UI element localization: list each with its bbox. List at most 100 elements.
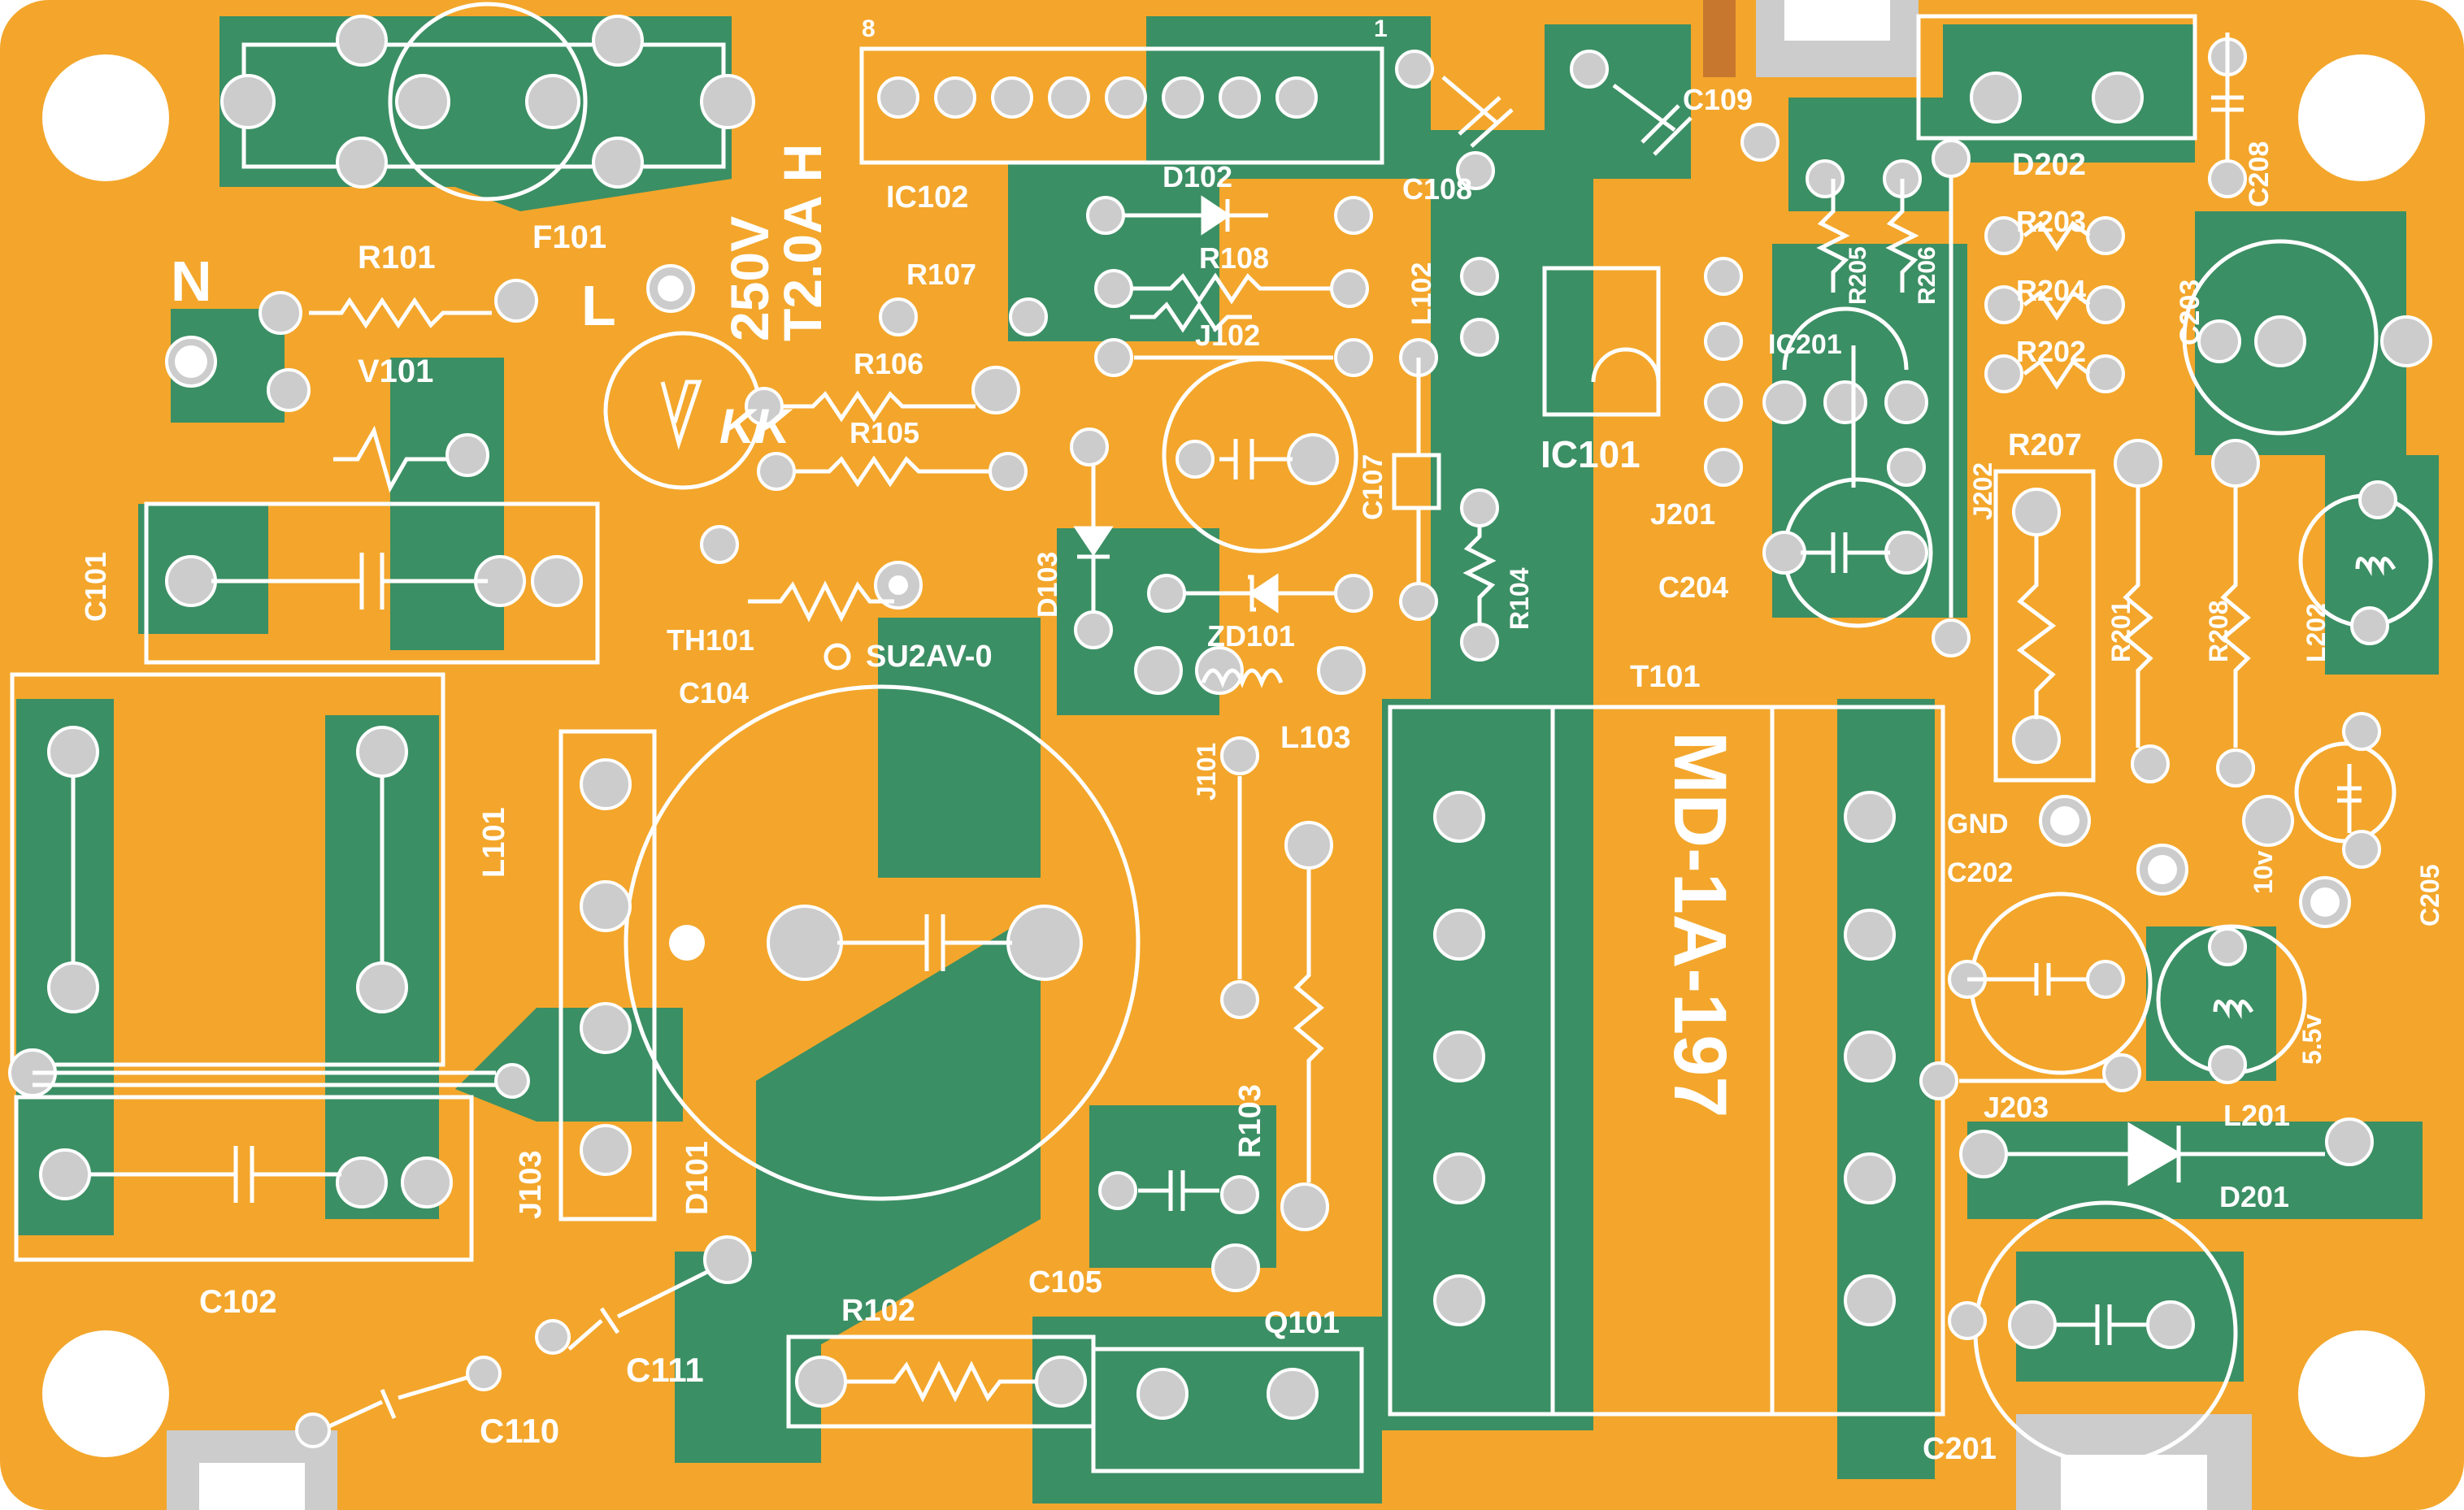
symbol-c109-plate-b	[1653, 116, 1693, 156]
trace-t101-left	[1382, 699, 1593, 1430]
pad	[1162, 76, 1204, 119]
test-point-gnd	[2050, 806, 2079, 835]
symbol-r103	[1293, 870, 1324, 1182]
pad	[989, 452, 1028, 491]
trace-l201	[2146, 926, 2276, 1081]
pad	[220, 74, 276, 129]
pad	[2086, 216, 2125, 255]
pad	[1433, 1274, 1485, 1326]
label-r105: R105	[850, 416, 919, 449]
symbol-c111-lead-a	[567, 1319, 603, 1351]
label-j103: J103	[514, 1150, 548, 1219]
test-points	[175, 276, 2340, 961]
pad	[2208, 1045, 2247, 1084]
label-l101: L101	[477, 807, 511, 878]
label-board-marking: MD-1A-197	[1658, 731, 1741, 1117]
pad	[1959, 1130, 2008, 1178]
pad	[1220, 736, 1259, 775]
pad	[2102, 1053, 2141, 1092]
label-r104: R104	[1505, 567, 1534, 630]
symbol-r108	[1130, 272, 1333, 305]
symbol-r105	[793, 455, 992, 488]
label-r208: R208	[2204, 601, 2233, 663]
symbol-r101	[309, 297, 492, 329]
label-c205: C205	[2415, 865, 2444, 927]
label-r204: R204	[2016, 274, 2086, 307]
symbol-d201-triangle	[2127, 1122, 2183, 1187]
outline-t101	[1388, 705, 1945, 1417]
pad	[1844, 791, 1896, 843]
pad	[494, 279, 538, 323]
pad	[1884, 380, 1928, 424]
test-point-5v5	[2310, 887, 2340, 917]
label-j203: J203	[1984, 1091, 2049, 1124]
pad	[2208, 927, 2247, 966]
label-c201: C201	[1923, 1432, 1997, 1466]
symbol-c110-plate	[380, 1389, 397, 1419]
symbol-l103	[1201, 668, 1284, 688]
label-su2av: SU2AV-0	[866, 640, 993, 674]
label-ic102: IC102	[886, 180, 968, 215]
label-c110: C110	[480, 1412, 559, 1450]
pad	[757, 452, 796, 491]
pad	[1460, 318, 1499, 357]
label-r206: R206	[1914, 246, 1940, 305]
pad	[2146, 1300, 2195, 1349]
pad	[1048, 76, 1090, 119]
label-l102: L102	[1406, 263, 1437, 326]
pad	[1094, 269, 1133, 308]
pad	[580, 880, 632, 932]
pad	[700, 74, 755, 129]
trace-d202	[1943, 24, 2195, 163]
label-r203: R203	[2016, 205, 2086, 238]
pad	[1970, 72, 2022, 124]
label-d201: D201	[2219, 1180, 2289, 1213]
trace-q101	[1032, 1317, 1382, 1503]
outline-ic102	[859, 46, 1384, 165]
pad	[592, 15, 644, 67]
label-n: N	[171, 249, 212, 313]
pad	[1009, 297, 1048, 336]
pad	[580, 1002, 632, 1054]
pad	[1844, 1274, 1896, 1326]
pad	[1704, 448, 1743, 487]
pad	[267, 368, 311, 412]
test-point-L	[658, 276, 684, 302]
symbol-varistor	[333, 425, 447, 493]
test-point-10v	[2148, 855, 2177, 884]
pad	[1147, 574, 1186, 613]
c104-polarity	[669, 925, 705, 961]
pad	[336, 137, 388, 189]
c107-polarity	[889, 575, 908, 595]
mounting-hole-top-left	[42, 54, 169, 181]
trace-r107	[1008, 163, 1219, 341]
pad	[259, 291, 302, 335]
pad	[934, 76, 976, 119]
pad	[1267, 1368, 1319, 1420]
label-c107: C107	[1358, 454, 1388, 520]
pad	[401, 1156, 453, 1208]
pad	[535, 1319, 571, 1355]
pad	[1094, 338, 1133, 377]
symbol-c111-lead-b	[616, 1269, 709, 1319]
pad	[1704, 383, 1743, 422]
label-d102: D102	[1162, 160, 1232, 193]
pad	[39, 1148, 91, 1200]
pad	[1098, 1171, 1137, 1210]
pad	[1006, 905, 1083, 981]
label-c104: C104	[679, 676, 749, 709]
pad	[1460, 623, 1499, 662]
label-pin-1: 1	[1374, 15, 1388, 42]
pad	[1134, 646, 1183, 695]
pad	[47, 726, 99, 778]
edge-features	[167, 0, 2252, 1510]
trace-l102	[1431, 130, 1593, 731]
symbol-ic201-arc	[1782, 306, 1909, 371]
label-l201: L201	[2223, 1099, 2290, 1132]
label-j101: J101	[1192, 743, 1221, 801]
outline-q101	[1091, 1347, 1364, 1473]
outline-ic101	[1542, 266, 1661, 417]
symbol-c108-plate-b	[1470, 108, 1514, 148]
tkk-logo-mark	[660, 380, 702, 450]
pad	[1932, 618, 1971, 657]
